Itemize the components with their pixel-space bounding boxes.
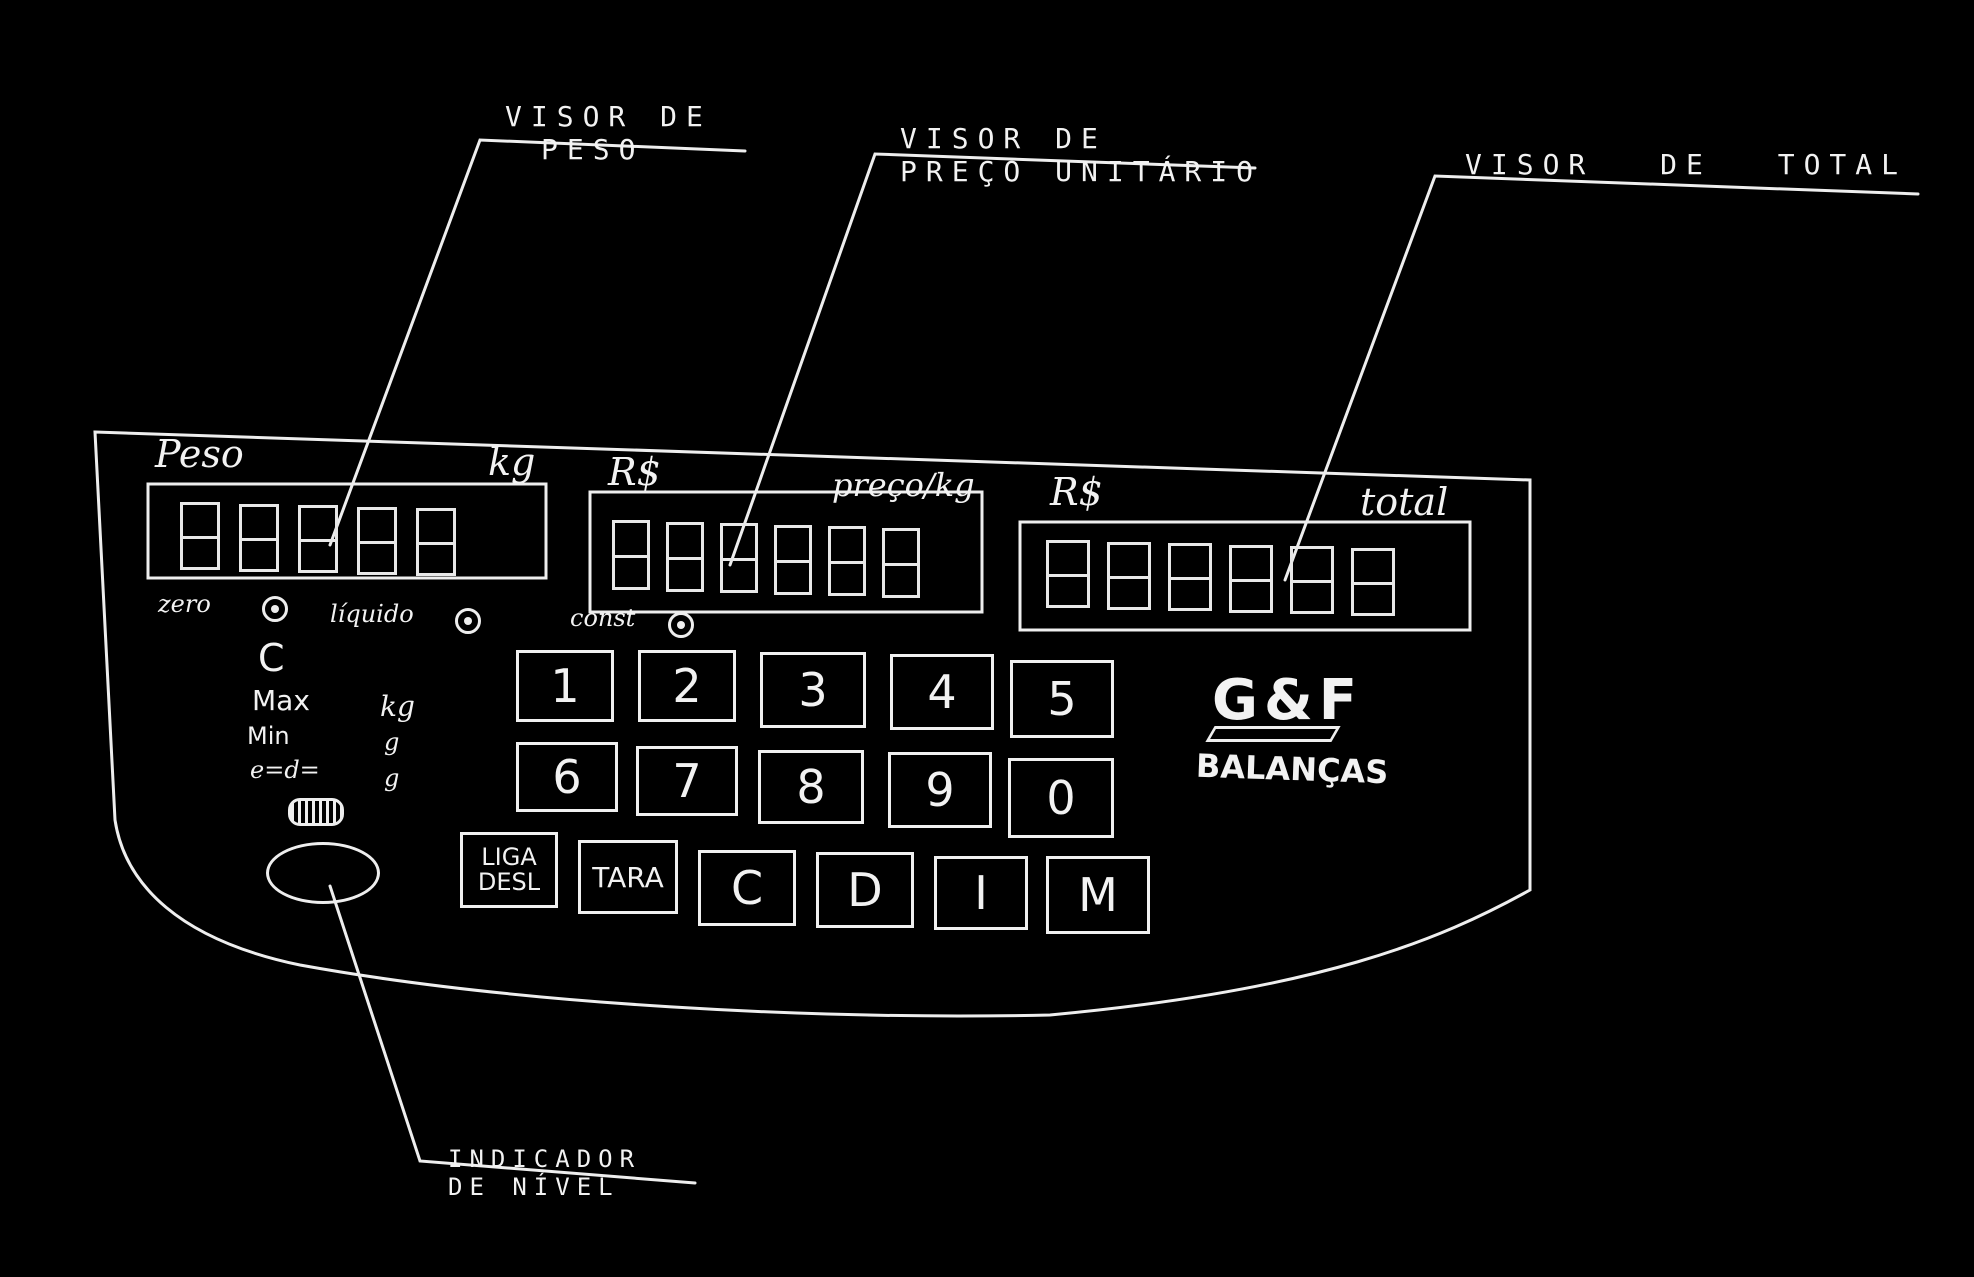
preco-digit (774, 524, 812, 595)
callout-line-preco (728, 152, 1257, 567)
total-digit (1229, 544, 1273, 613)
key-i[interactable]: I (934, 856, 1028, 930)
const-indicator-label: const (570, 604, 636, 632)
key-8[interactable]: 8 (758, 750, 864, 824)
callout-nivel: INDICADOR DE NÍVEL (448, 1145, 641, 1201)
const-indicator-lamp (668, 612, 694, 638)
spec-max-unit: kg (380, 690, 415, 723)
key-6[interactable]: 6 (516, 742, 618, 812)
peso-display-unit: kg (488, 440, 536, 484)
zero-indicator-label: zero (158, 590, 211, 618)
peso-digit (239, 503, 279, 572)
preco-digit (828, 526, 866, 596)
spec-esd-label: e=d= (250, 756, 320, 784)
key-d[interactable]: D (816, 852, 914, 928)
preco-display-unit: preço/kg (832, 466, 975, 504)
callout-preco-line2: PREÇO UNITÁRIO (900, 155, 1263, 188)
callout-peso-line2: PESO (541, 133, 645, 166)
preco-digit (720, 523, 758, 593)
spec-esd-unit: g (384, 764, 400, 792)
total-display-frame (1018, 520, 1472, 632)
callout-nivel-line1: INDICADOR (448, 1145, 642, 1173)
key-9[interactable]: 9 (888, 752, 992, 828)
liquido-indicator-lamp (455, 608, 481, 634)
total-digit (1290, 546, 1334, 614)
key-7[interactable]: 7 (636, 746, 738, 816)
callout-peso: VISOR DE PESO (505, 100, 712, 166)
key-3[interactable]: 3 (760, 652, 866, 728)
peso-display-frame (146, 482, 548, 580)
total-digit (1046, 540, 1090, 608)
key-tara[interactable]: TARA (578, 840, 678, 914)
peso-digit (180, 502, 220, 570)
callout-line-total (1283, 174, 1920, 582)
scale-icon (1205, 726, 1341, 742)
peso-display-label: Peso (155, 432, 244, 476)
level-indicator (266, 842, 380, 904)
key-desl-label: DESL (477, 868, 541, 896)
brand-logo: G&F (1212, 668, 1364, 733)
callout-total: VISOR DE TOTAL (1465, 148, 1908, 181)
key-2[interactable]: 2 (638, 650, 736, 722)
key-liga-label: LIGA (481, 842, 537, 871)
key-0[interactable]: 0 (1008, 758, 1114, 838)
callout-preco: VISOR DE PREÇO UNITÁRIO (900, 122, 1262, 188)
liquido-indicator-label: líquido (330, 600, 414, 628)
preco-display-currency: R$ (608, 450, 661, 494)
callout-line-peso (328, 138, 747, 547)
total-digit (1168, 543, 1212, 611)
spec-min-label: Min (247, 722, 290, 750)
accuracy-class: C (258, 636, 285, 680)
key-4[interactable]: 4 (890, 654, 994, 730)
spec-min-unit: g (384, 728, 400, 756)
preco-digit (666, 521, 704, 592)
total-display-currency: R$ (1050, 470, 1103, 514)
panel-outline (93, 430, 1532, 1018)
total-digit (1351, 547, 1395, 616)
callout-nivel-line2: DE NÍVEL (448, 1173, 620, 1201)
preco-display-frame (588, 490, 984, 614)
callout-peso-line1: VISOR DE (505, 100, 712, 133)
callout-preco-line1: VISOR DE (900, 122, 1107, 155)
seal-icon (288, 798, 344, 826)
spec-max-label: Max (252, 684, 310, 717)
key-1[interactable]: 1 (516, 650, 614, 722)
key-m[interactable]: M (1046, 856, 1150, 934)
peso-digit (357, 506, 397, 575)
key-c[interactable]: C (698, 850, 796, 926)
key-5[interactable]: 5 (1010, 660, 1114, 738)
key-liga-desl[interactable]: LIGA DESL (460, 832, 558, 908)
preco-digit (612, 520, 650, 590)
total-digit (1107, 541, 1151, 610)
brand-name: BALANÇAS (1195, 746, 1389, 792)
preco-digit (882, 527, 920, 598)
total-display-label: total (1360, 480, 1449, 524)
peso-digit (416, 508, 456, 576)
zero-indicator-lamp (262, 596, 288, 622)
peso-digit (298, 505, 338, 573)
callout-line-nivel (328, 884, 697, 1185)
